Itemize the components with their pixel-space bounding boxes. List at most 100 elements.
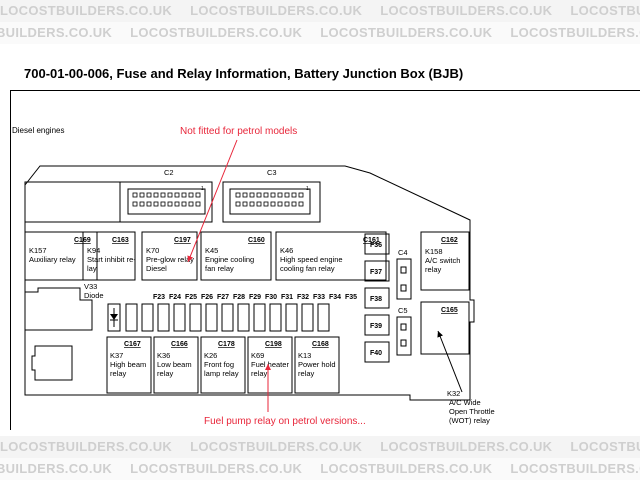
connector-pin [270,201,276,207]
svg-text:relay: relay [157,369,174,378]
fuse-f33: F33 [285,294,325,332]
connector-pin [249,192,255,198]
svg-text:Front fog: Front fog [204,360,234,369]
connector-pin [256,192,262,198]
connector-pin [132,201,138,207]
svg-text:F32: F32 [297,294,309,301]
svg-text:Diesel: Diesel [146,264,167,273]
svg-text:1: 1 [306,186,309,192]
watermark-band-top-2: LOCOSTBUILDERS.CO.UKLOCOSTBUILDERS.CO.UK… [0,22,640,44]
svg-text:F39: F39 [370,323,382,330]
svg-text:Open Throttle: Open Throttle [449,407,495,416]
svg-text:K157: K157 [29,246,47,255]
connector-pin [263,192,269,198]
svg-text:K45: K45 [205,246,218,255]
document-title: 700-01-00-006, Fuse and Relay Informatio… [24,66,464,81]
connector-c4: C4 [396,248,412,300]
connector-pin [188,201,194,207]
svg-text:fan relay: fan relay [205,264,234,273]
fuse-f28: F28 [205,294,245,332]
connector-pin [160,192,166,198]
fuse-f32: F32 [269,294,309,332]
svg-text:relay: relay [110,369,127,378]
svg-text:K13: K13 [298,351,311,360]
svg-text:F35: F35 [345,294,357,301]
connector-pin [167,201,173,207]
connector-pin [235,201,241,207]
fuse-f37: F37 [364,260,390,282]
svg-text:A/C switch: A/C switch [425,256,460,265]
svg-text:K70: K70 [146,246,159,255]
connector-pin [181,192,187,198]
connector-pin [188,192,194,198]
connector-pin [256,201,262,207]
junction-box-outline [24,165,475,401]
connector-pin [284,192,290,198]
svg-text:C162: C162 [441,237,458,244]
fuse-f36: F36 [364,233,390,255]
connector-pin [174,201,180,207]
svg-text:F23: F23 [153,294,165,301]
svg-text:Not fitted for petrol models: Not fitted for petrol models [180,126,297,137]
svg-text:F37: F37 [370,269,382,276]
connector-pin [174,192,180,198]
svg-text:F30: F30 [265,294,277,301]
svg-text:V33: V33 [84,282,97,291]
svg-text:F31: F31 [281,294,293,301]
svg-text:High beam: High beam [110,360,146,369]
connector-pins [132,192,304,207]
svg-text:relay: relay [251,369,268,378]
connector-pin [291,192,297,198]
svg-text:C160: C160 [248,237,265,244]
connector-pin [298,201,304,207]
left-mount [31,345,73,381]
diode-v33: V33 Diode [84,282,121,332]
watermark-band-bottom-2: LOCOSTBUILDERS.CO.UKLOCOSTBUILDERS.CO.UK… [0,458,640,480]
svg-text:K36: K36 [157,351,170,360]
connector-pin [235,192,241,198]
fuse-f31: F31 [253,294,293,332]
connector-pin [291,201,297,207]
svg-text:C161: C161 [363,237,380,244]
fuse-f26: F26 [173,294,213,332]
svg-text:lamp relay: lamp relay [204,369,239,378]
connector-pin [132,192,138,198]
connector-pin [249,201,255,207]
svg-text:C168: C168 [312,341,329,348]
svg-text:A/C Wide: A/C Wide [449,398,481,407]
svg-text:F27: F27 [217,294,229,301]
svg-text:Fuel heater: Fuel heater [251,360,289,369]
connector-c2: C2 1 [119,168,213,223]
left-housing [24,181,121,223]
watermark-row: LOCOSTBUILDERS.CO.UKLOCOSTBUILDERS.CO.UK… [0,461,640,476]
fuse-f35: F35 [317,294,357,332]
svg-text:C197: C197 [174,237,191,244]
svg-text:Start inhibit re-: Start inhibit re- [87,255,136,264]
svg-text:Fuel pump relay on petrol vers: Fuel pump relay on petrol versions... [204,416,366,427]
svg-text:relay: relay [298,369,315,378]
connector-pin [277,192,283,198]
connector-pin [167,192,173,198]
svg-text:Low beam: Low beam [157,360,192,369]
svg-text:K158: K158 [425,247,443,256]
fuse-f38: F38 [364,287,390,309]
connector-pin [181,201,187,207]
connector-pin [139,192,145,198]
svg-text:Auxiliary relay: Auxiliary relay [29,255,76,264]
svg-text:C167: C167 [124,341,141,348]
